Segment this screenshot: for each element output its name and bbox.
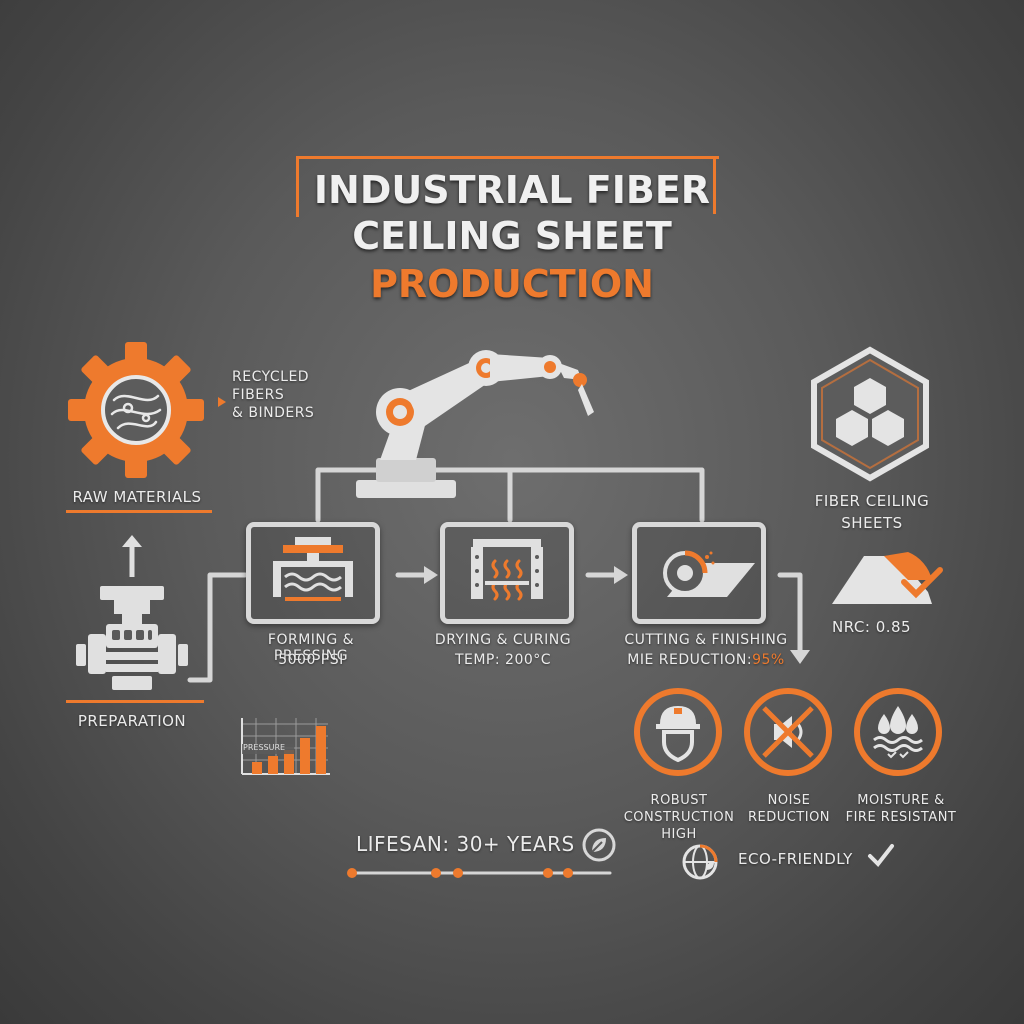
hexagon-icon xyxy=(808,346,932,482)
lifespan-label: LIFESAN: 30+ YEARS xyxy=(356,832,575,856)
feature-noise-line-2: REDUCTION xyxy=(747,810,831,825)
muted-speaker-icon xyxy=(762,706,814,758)
raw-note-line-2: FIBERS xyxy=(232,387,285,403)
saw-icon xyxy=(663,550,755,597)
globe-icon xyxy=(680,842,720,886)
feature-noise-label: NOISE REDUCTION xyxy=(724,792,854,826)
step-forming-value: 5000 PSI xyxy=(278,652,344,668)
raw-note-line-3: & BINDERS xyxy=(232,405,315,421)
feature-robust-line-1: ROBUST xyxy=(650,793,708,808)
feature-robust-line-2: CONSTRUCTION xyxy=(623,810,735,825)
raw-materials-underline xyxy=(66,510,212,513)
step-drying-value: TEMP: 200°C xyxy=(454,652,552,668)
product-label: FIBER CEILING SHEETS xyxy=(790,490,954,534)
machine-icon xyxy=(72,582,192,692)
raw-note-line-1: RECYCLED xyxy=(232,369,310,385)
robot-arm-icon xyxy=(350,340,630,500)
preparation-overline xyxy=(66,700,204,703)
title-line-1: INDUSTRIAL FIBER xyxy=(313,168,711,212)
up-arrow-icon xyxy=(120,535,144,583)
step-cutting-value-prefix: MIE REDUCTION: xyxy=(627,652,753,668)
feature-robust-label: ROBUST CONSTRUCTION HIGH xyxy=(614,792,744,843)
drying-curing-screen xyxy=(440,522,574,624)
water-fire-icon xyxy=(873,706,923,759)
cutting-finishing-screen xyxy=(632,522,766,624)
mini-bar-chart xyxy=(236,714,332,780)
press-icon xyxy=(273,537,353,601)
arrow-small-icon xyxy=(218,392,226,411)
feature-robust-badge xyxy=(634,688,722,776)
preparation-label: PREPARATION xyxy=(77,712,187,730)
eco-friendly-label: ECO-FRIENDLY xyxy=(738,850,853,868)
feature-noise-badge xyxy=(744,688,832,776)
feature-moisture-label: MOISTURE & FIRE RESISTANT xyxy=(836,792,966,826)
product-label-line-1: FIBER CEILING xyxy=(814,492,930,510)
leaf-icon xyxy=(582,828,616,866)
page-title: INDUSTRIAL FIBER CEILING SHEET PRODUCTIO… xyxy=(262,168,762,306)
forming-pressing-screen xyxy=(246,522,380,624)
product-label-line-2: SHEETS xyxy=(841,514,903,532)
feature-moisture-line-1: MOISTURE & xyxy=(857,793,945,808)
step-drying-title: DRYING & CURING xyxy=(434,632,572,648)
feature-moisture-badge xyxy=(854,688,942,776)
title-line-3: PRODUCTION xyxy=(370,262,654,306)
feature-moisture-line-2: FIRE RESISTANT xyxy=(845,810,957,825)
feature-robust-line-3: HIGH xyxy=(661,827,697,842)
heater-icon xyxy=(471,539,543,601)
step-cutting-title: CUTTING & FINISHING xyxy=(624,632,788,648)
title-frame xyxy=(296,156,719,217)
step-cutting-value: MIE REDUCTION:95% xyxy=(616,652,796,668)
sheet-check-icon xyxy=(828,552,948,608)
nrc-value: NRC: 0.85 xyxy=(832,618,912,636)
helmet-shield-icon xyxy=(656,706,700,763)
raw-materials-label: RAW MATERIALS xyxy=(72,488,202,506)
mini-chart-label: PRESSURE xyxy=(243,743,286,752)
step-cutting-value-highlight: 95% xyxy=(752,652,785,668)
feature-noise-line-1: NOISE xyxy=(767,793,811,808)
check-icon xyxy=(868,844,894,870)
step-forming-title: FORMING & PRESSING xyxy=(267,632,355,664)
title-frame-right xyxy=(713,156,716,214)
gear-icon xyxy=(66,340,206,480)
raw-materials-note: RECYCLED FIBERS & BINDERS xyxy=(232,368,314,422)
title-line-2: CEILING SHEET xyxy=(352,214,672,258)
